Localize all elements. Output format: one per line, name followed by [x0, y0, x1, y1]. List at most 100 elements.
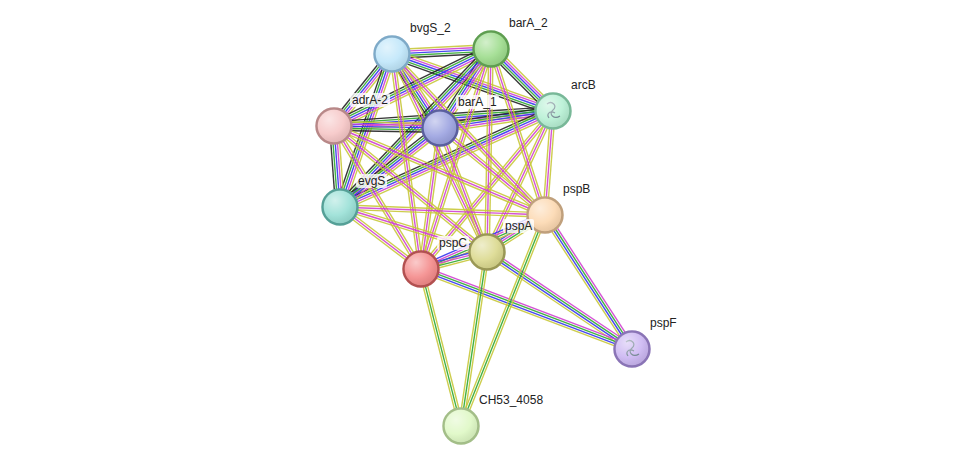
protein-node: barA_2	[472, 30, 510, 68]
interaction-edge	[437, 272, 617, 345]
evidence-line	[454, 139, 531, 203]
evidence-line	[461, 269, 482, 407]
evidence-line	[470, 233, 541, 411]
interaction-edge	[452, 138, 532, 205]
evidence-line	[505, 60, 542, 97]
evidence-line	[358, 206, 527, 213]
node-fill	[444, 409, 479, 444]
node-label: pspC	[437, 236, 469, 250]
evidence-line	[466, 270, 487, 408]
evidence-line	[353, 220, 405, 260]
node-label: evgS	[356, 174, 387, 188]
node-fill	[317, 109, 352, 144]
node-highlight	[537, 95, 570, 128]
evidence-line	[437, 276, 614, 343]
interaction-edge	[438, 253, 471, 267]
node-circle	[468, 233, 506, 271]
interaction-edge	[423, 286, 458, 409]
node-label: arcB	[569, 78, 598, 92]
node-label: barA_2	[507, 16, 550, 30]
evidence-line	[438, 253, 469, 261]
node-fill	[474, 32, 509, 67]
evidence-line	[468, 232, 539, 410]
node-highlight	[616, 333, 649, 366]
evidence-line	[352, 131, 422, 132]
evidence-line	[352, 124, 422, 125]
evidence-line	[446, 145, 480, 235]
node-label: pspB	[561, 182, 592, 196]
node-circle	[472, 30, 510, 68]
node-circle	[421, 109, 459, 147]
interaction-edge	[501, 59, 544, 102]
node-circle	[534, 92, 572, 130]
node-highlight	[471, 236, 504, 269]
interaction-edge	[351, 136, 428, 200]
evidence-line	[428, 286, 459, 408]
evidence-line	[455, 138, 532, 202]
evidence-line	[354, 218, 406, 258]
evidence-line	[352, 122, 422, 123]
node-circle	[402, 250, 440, 288]
node-circle	[321, 188, 359, 226]
node-highlight	[405, 253, 438, 286]
evidence-line	[558, 228, 625, 332]
evidence-line	[500, 265, 615, 342]
evidence-line	[406, 66, 534, 201]
evidence-line	[331, 144, 334, 189]
interaction-edge	[331, 144, 343, 190]
evidence-line	[549, 129, 554, 197]
node-highlight	[376, 38, 409, 71]
node-label: pspF	[648, 316, 679, 330]
interaction-edge	[352, 122, 422, 132]
evidence-line	[404, 67, 532, 202]
node-fill	[404, 252, 439, 287]
node-label: barA_1	[456, 95, 499, 109]
node-circle	[442, 407, 480, 445]
protein-node: evgS	[321, 188, 359, 226]
evidence-line	[350, 57, 475, 118]
interaction-edge	[410, 46, 473, 58]
node-circle	[613, 330, 651, 368]
interaction-edge	[500, 259, 619, 341]
interaction-edge	[461, 269, 486, 408]
evidence-line	[349, 136, 474, 239]
evidence-line	[452, 141, 529, 205]
evidence-line	[556, 229, 623, 333]
evidence-line	[348, 137, 473, 240]
node-fill	[375, 37, 410, 72]
evidence-line	[352, 129, 422, 130]
node-circle	[373, 35, 411, 73]
interaction-edge	[544, 129, 554, 197]
evidence-line	[403, 69, 531, 204]
node-label: CH53_4058	[477, 393, 545, 407]
evidence-line	[425, 286, 456, 408]
protein-node: arcB	[534, 92, 572, 130]
node-highlight	[424, 112, 457, 145]
protein-node: bvgS_2	[373, 35, 411, 73]
evidence-line	[439, 272, 616, 339]
node-label: adrA-2	[350, 93, 390, 107]
node-highlight	[324, 191, 357, 224]
node-fill	[323, 190, 358, 225]
evidence-line	[423, 287, 454, 409]
node-highlight	[318, 110, 351, 143]
protein-node: pspA	[468, 233, 506, 271]
node-fill	[470, 235, 505, 270]
node-highlight	[445, 410, 478, 443]
protein-node: pspC	[402, 250, 440, 288]
evidence-line	[490, 67, 493, 234]
interaction-edge	[358, 206, 527, 217]
evidence-line	[352, 126, 422, 127]
node-fill	[615, 332, 650, 367]
evidence-line	[499, 65, 542, 197]
node-fill	[536, 94, 571, 129]
protein-node: pspF	[613, 330, 651, 368]
protein-node: adrA-2	[315, 107, 353, 145]
evidence-line	[504, 62, 541, 99]
node-circle	[315, 107, 353, 145]
evidence-line	[464, 270, 485, 408]
evidence-line	[554, 231, 621, 335]
evidence-line	[437, 278, 614, 345]
evidence-line	[438, 274, 615, 341]
